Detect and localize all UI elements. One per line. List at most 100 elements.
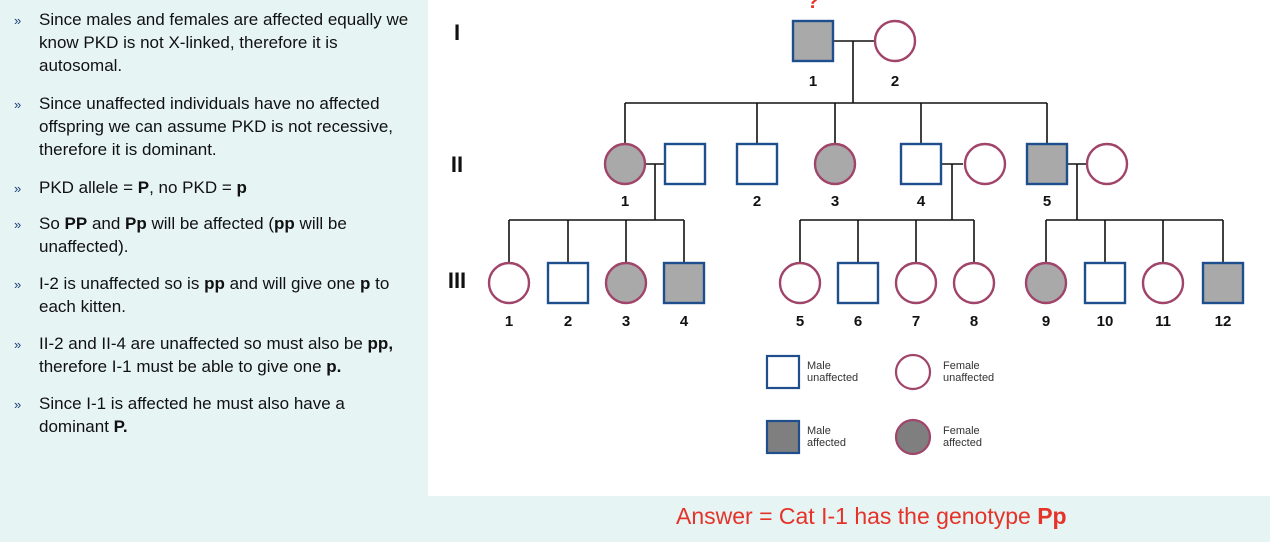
bold-term: P <box>137 178 150 197</box>
explanation-bullet: » I-2 is unaffected so is pp and will giv… <box>14 272 419 318</box>
pedigree-individual-II-1 <box>603 142 647 186</box>
pedigree-individual-II-1-mate <box>663 142 707 186</box>
generation-label: III <box>448 268 466 293</box>
bullet-text: I-2 is unaffected so is pp and will give… <box>39 272 419 318</box>
text-run: Since unaffected individuals have no aff… <box>39 94 394 159</box>
pedigree-individual-III-7 <box>894 261 938 305</box>
bullet-marker: » <box>14 277 22 292</box>
bullet-marker: » <box>14 181 22 196</box>
individual-number: 1 <box>809 73 817 90</box>
individual-number: 3 <box>831 193 839 210</box>
pedigree-individual-II-2 <box>735 142 779 186</box>
bullet-text: II-2 and II-4 are unaffected so must als… <box>39 332 419 378</box>
legend-symbol-affected-male <box>765 419 801 455</box>
individual-number: 11 <box>1155 313 1171 330</box>
pedigree-individual-III-9 <box>1024 261 1068 305</box>
pedigree-individual-III-2 <box>546 261 590 305</box>
individual-number: 1 <box>505 313 513 330</box>
pedigree-individual-III-12 <box>1201 261 1245 305</box>
bold-term: p. <box>326 357 342 376</box>
individual-number: 10 <box>1097 313 1114 330</box>
text-run: I-2 is unaffected so is <box>39 274 205 293</box>
pedigree-individual-II-4 <box>899 142 943 186</box>
text-run: So <box>39 214 65 233</box>
bold-term: PP <box>64 214 88 233</box>
bullet-text: PKD allele = P, no PKD = p <box>39 176 247 200</box>
legend-symbol-unaffected-female <box>894 353 932 391</box>
pedigree-individual-I-1 <box>791 19 835 63</box>
pedigree-individual-III-4 <box>662 261 706 305</box>
explanation-bullet: » PKD allele = P, no PKD = p <box>14 176 419 200</box>
individual-number: 5 <box>796 313 804 330</box>
text-run: will be affected ( <box>146 214 275 233</box>
individual-number: 7 <box>912 313 920 330</box>
text-run: PKD allele = <box>39 178 138 197</box>
generation-label: I <box>454 20 460 45</box>
explanation-bullet: » II-2 and II-4 are unaffected so must al… <box>14 332 419 378</box>
bullet-text: Since males and females are affected equ… <box>39 8 419 77</box>
pedigree-individual-II-4-mate <box>963 142 1007 186</box>
pedigree-individual-III-3 <box>604 261 648 305</box>
individual-number: 4 <box>917 193 926 210</box>
individual-number: 8 <box>970 313 978 330</box>
text-run: Since I-1 is affected he must also have … <box>39 394 345 436</box>
pedigree-individual-III-6 <box>836 261 880 305</box>
individual-number: 9 <box>1042 313 1050 330</box>
bullet-text: So PP and Pp will be affected (pp will b… <box>39 212 419 258</box>
bold-term: P. <box>113 417 128 436</box>
bold-term: Pp <box>125 214 147 233</box>
pedigree-individual-III-8 <box>952 261 996 305</box>
pedigree-individual-II-5 <box>1025 142 1069 186</box>
pedigree-individual-III-11 <box>1141 261 1185 305</box>
individual-number: 4 <box>680 313 689 330</box>
individual-number: 12 <box>1215 313 1232 330</box>
bullet-text: Since unaffected individuals have no aff… <box>39 92 419 161</box>
text-run: and will give one <box>224 274 360 293</box>
generation-label: II <box>451 152 463 177</box>
bullet-marker: » <box>14 217 22 232</box>
answer-prefix: Answer = Cat I-1 has the genotype <box>676 503 1038 529</box>
pedigree-individual-I-2 <box>873 19 917 63</box>
individual-number: 2 <box>753 193 761 210</box>
bold-term: pp <box>274 214 295 233</box>
text-run: will be unaffected). <box>39 214 347 256</box>
bullet-text: Since I-1 is affected he must also have … <box>39 392 419 438</box>
explanation-bullet: » Since unaffected individuals have no af… <box>14 92 419 161</box>
bullet-marker: » <box>14 13 22 28</box>
pedigree-individual-III-10 <box>1083 261 1127 305</box>
individual-number: 2 <box>564 313 572 330</box>
legend-symbol-unaffected-male <box>765 354 801 390</box>
explanation-bullet: » So PP and Pp will be affected (pp will … <box>14 212 419 258</box>
bullet-marker: » <box>14 397 22 412</box>
explanation-bullet: » Since I-1 is affected he must also have… <box>14 392 419 438</box>
question-mark: ? <box>807 0 819 13</box>
pedigree-individual-III-1 <box>487 261 531 305</box>
bold-term: p <box>236 178 247 197</box>
explanation-bullet: » Since males and females are affected eq… <box>14 8 419 77</box>
bold-term: pp, <box>367 334 394 353</box>
individual-number: 5 <box>1043 193 1051 210</box>
text-run: therefore I-1 must be able to give one <box>39 357 327 376</box>
answer-genotype: Pp <box>1037 503 1067 529</box>
text-run: and <box>87 214 126 233</box>
bold-term: p <box>359 274 371 293</box>
explanation-panel: » Since males and females are affected eq… <box>0 0 428 542</box>
text-run: Since males and females are affected equ… <box>39 10 409 75</box>
bold-term: pp <box>204 274 225 293</box>
text-run: , no PKD = <box>149 178 237 197</box>
legend-symbol-affected-female <box>894 418 932 456</box>
text-run: to each kitten. <box>39 274 390 316</box>
bullet-marker: » <box>14 337 22 352</box>
individual-number: 6 <box>854 313 862 330</box>
individual-number: 1 <box>621 193 629 210</box>
individual-number: 3 <box>622 313 630 330</box>
answer-text: Answer = Cat I-1 has the genotype Pp <box>676 503 1067 530</box>
bullet-marker: » <box>14 97 22 112</box>
pedigree-individual-III-5 <box>778 261 822 305</box>
